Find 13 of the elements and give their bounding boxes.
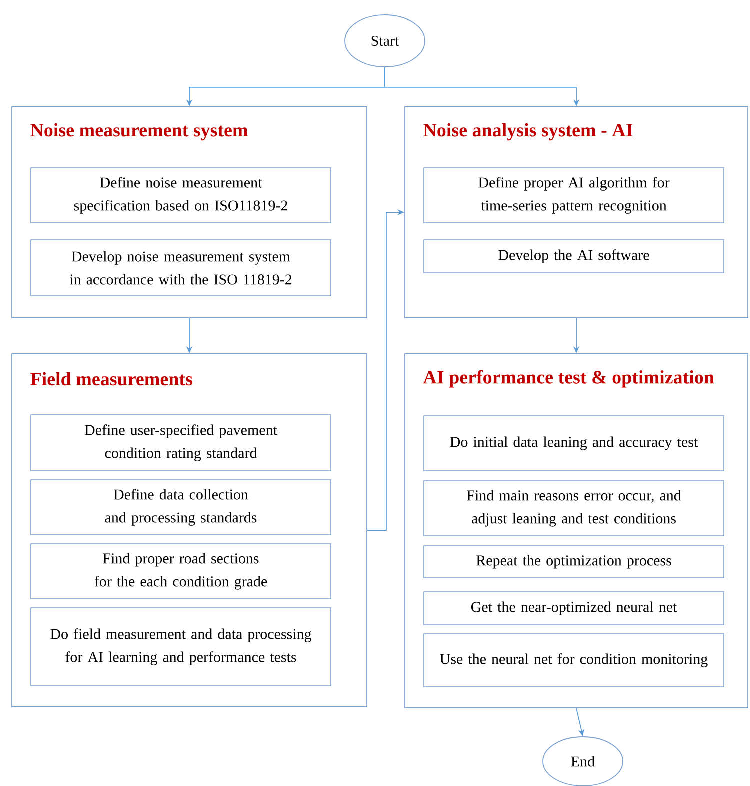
step-box: Get the near-optimized neural net <box>424 592 724 626</box>
step-box: Develop noise measurement system in accordance with the ISO 11819-2 <box>30 240 332 296</box>
step-box: Define data collection and processing standards <box>30 480 332 536</box>
step-box: Repeat the optimization process <box>424 546 724 578</box>
step-box: Do initial data leaning and accuracy test <box>424 416 724 472</box>
step-box: Develop the AI software <box>424 240 724 274</box>
step-box: Define noise measurement specification based on ISO11819-2 <box>30 168 332 224</box>
step-box: Define proper AI algorithm for time-series pattern recognition <box>424 168 724 224</box>
step-box: Define user-specified pavement condition rating standard <box>30 414 332 472</box>
step-box: Find proper road sections for the each condition grade <box>30 544 332 600</box>
step-box: Find main reasons error occur, and adjust leaning and test conditions <box>424 480 724 536</box>
step-box: Do field measurement and data processing for AI learning and performance tests <box>30 608 332 686</box>
step-box: Use the neural net for condition monitoring <box>424 634 724 688</box>
